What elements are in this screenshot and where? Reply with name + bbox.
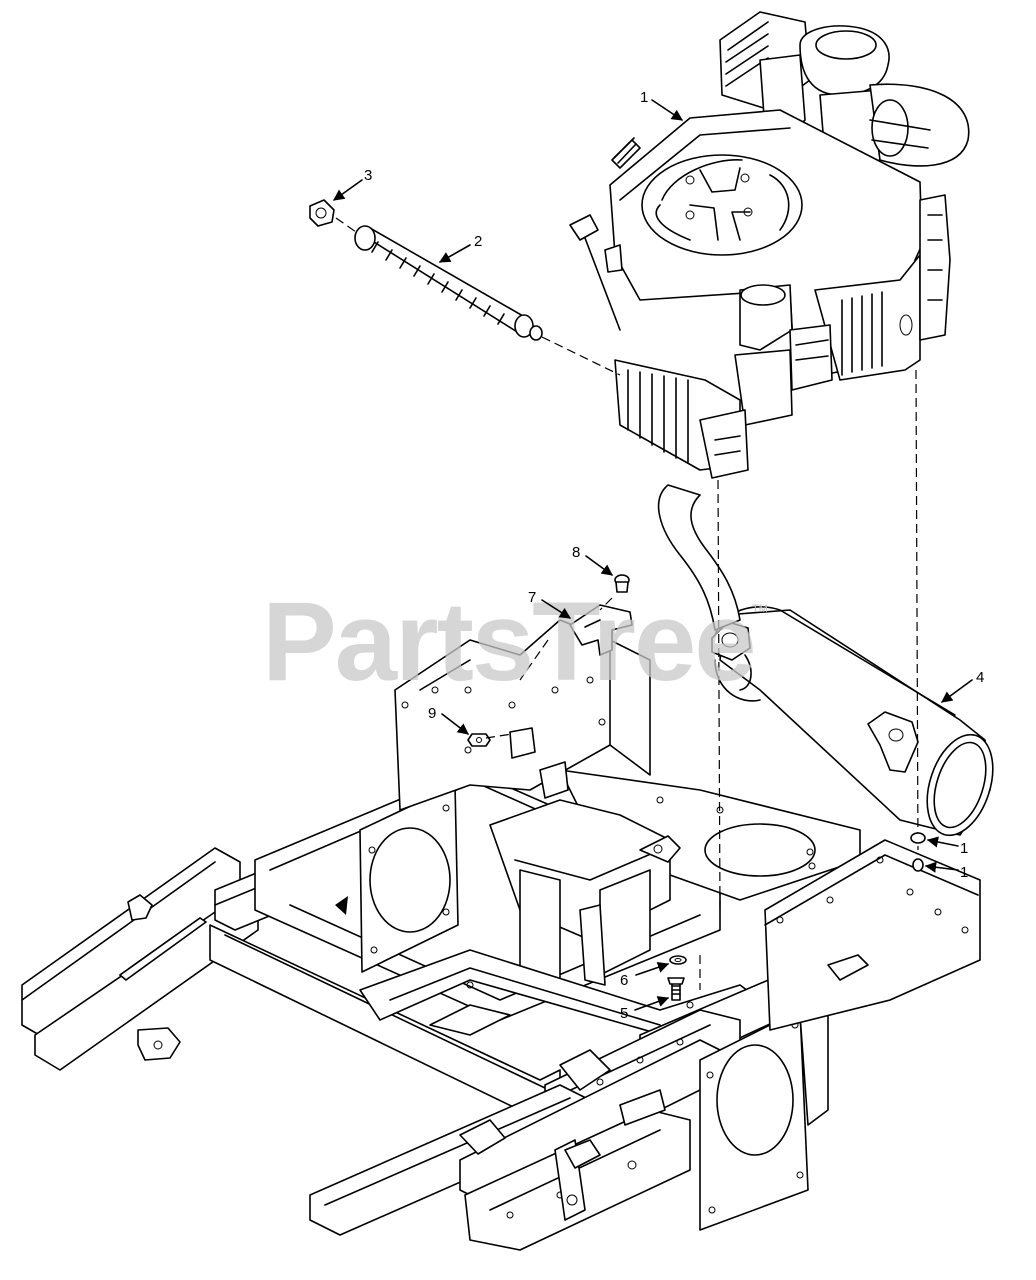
trademark-mark: TM [752,603,768,615]
callout-label: 1 [960,864,968,881]
washers-part-1 [910,832,926,872]
callout-1-engine: 1 [640,89,683,121]
engine-part-1 [569,11,970,479]
callout-4-muffler: 4 [941,669,984,703]
callout-6-washer: 6 [620,961,670,989]
exhaust-pipe [657,484,741,631]
callout-label: 1 [640,89,648,106]
partstree-watermark: PartsTree [262,579,755,704]
callout-3-fitting: 3 [333,167,372,201]
alignment-lines [335,217,919,911]
callout-label: 4 [976,669,984,686]
chassis-frame [21,574,981,1251]
callout-1-washer-lower: 1 [924,861,968,881]
callout-9-nut: 9 [428,705,469,735]
callout-label: 3 [364,167,372,184]
callout-label: 9 [428,705,436,722]
callout-2-hose: 2 [439,233,482,263]
callout-1-washer-upper: 1 [926,836,968,857]
callout-label: 5 [620,1005,628,1022]
muffler-part-4: TM [711,603,994,837]
nut-part-9 [467,733,491,747]
callout-label: 1 [960,840,968,857]
callout-label: 6 [620,972,628,989]
lock-washer-part-6 [669,955,687,965]
bolt-part-8 [614,574,630,593]
callout-8-bolt: 8 [572,544,613,576]
bolt-part-5 [667,977,685,1001]
callout-label: 8 [572,544,580,561]
hose-part-2 [354,225,543,341]
callout-7-bracket: 7 [528,589,571,619]
callout-5-bolt: 5 [620,996,670,1022]
callout-label: 7 [528,589,536,606]
callout-label: 2 [474,233,482,250]
fitting-part-3 [309,199,335,227]
bracket-part-7 [569,604,633,656]
